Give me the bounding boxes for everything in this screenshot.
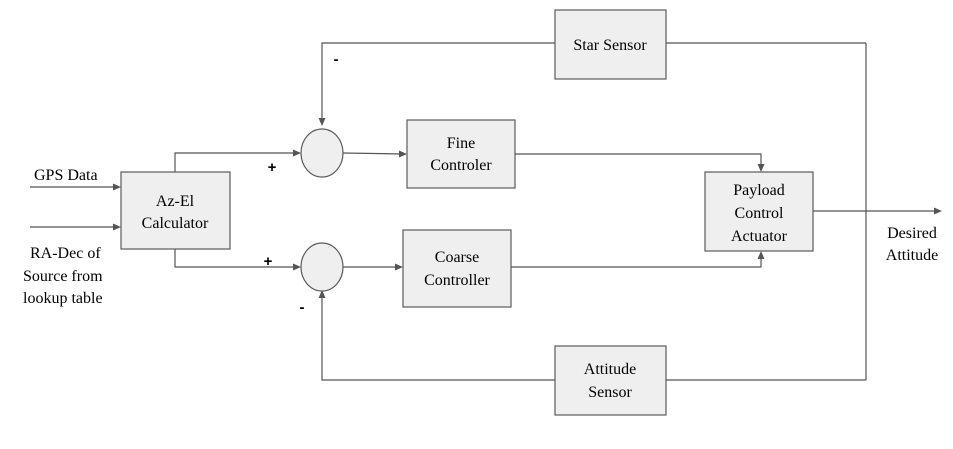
bottom-sum-to-coarse-arrowhead	[395, 263, 403, 271]
star-sensor-block: Star Sensor	[554, 9, 667, 80]
bottom-summing-junction	[300, 242, 344, 292]
payload-label-line2: Control	[735, 205, 784, 222]
payload-control-actuator-block: Payload Control Actuator	[704, 171, 814, 252]
fine-controler-label-line1: Fine	[447, 135, 475, 152]
fine-to-payload-arrowhead	[757, 164, 765, 172]
gps-data-label: GPS Data	[34, 167, 98, 184]
azel-to-bottom-sum-arrowhead	[293, 263, 301, 271]
attitude-sensor-block: Attitude Sensor	[554, 345, 667, 416]
coarse-controller-label-line2: Controller	[424, 272, 490, 289]
attitude-sensor-label-line1: Attitude	[584, 361, 636, 378]
coarse-to-payload-line	[511, 256, 762, 268]
desired-attitude-label-line2: Attitude	[886, 247, 938, 264]
az-el-label-line1: Az-El	[156, 193, 195, 210]
top-summing-junction	[300, 128, 344, 178]
az-el-calculator-block: Az-El Calculator	[120, 171, 231, 250]
azel-to-top-sum-arrowhead	[293, 149, 301, 157]
coarse-controller-block: Coarse Controller	[402, 229, 512, 308]
fine-controler-block: Fine Controler	[406, 119, 516, 189]
payload-label-line1: Payload	[733, 182, 785, 199]
radec-input-arrowhead	[113, 223, 121, 231]
coarse-controller-label-line1: Coarse	[435, 249, 479, 266]
azel-to-top-sum-line	[174, 152, 296, 172]
top-sum-to-fine-line	[342, 152, 403, 155]
bottom-feedback-minus-sign: -	[300, 299, 305, 316]
top-feedback-minus-sign: -	[334, 51, 339, 68]
radec-label-line3: lookup table	[23, 290, 103, 307]
output-arrowhead	[934, 207, 942, 215]
payload-label-line3: Actuator	[731, 228, 788, 245]
top-reference-plus-sign: +	[268, 159, 277, 176]
top-sum-to-fine-arrowhead	[399, 150, 407, 158]
radec-label-line1: RA-Dec of	[30, 245, 101, 262]
radec-label-line2: Source from	[23, 268, 103, 285]
fine-to-payload-line	[515, 153, 762, 167]
star-sensor-to-top-sum-line	[321, 42, 555, 120]
star-sensor-to-top-sum-arrowhead	[318, 118, 326, 126]
attitude-sensor-to-bottom-sum-line	[321, 296, 555, 381]
coarse-to-payload-arrowhead	[757, 251, 765, 259]
azel-to-bottom-sum-line	[174, 249, 296, 268]
attitude-sensor-label-line2: Sensor	[588, 384, 632, 401]
attitude-sensor-to-bottom-sum-arrowhead	[318, 290, 326, 298]
fine-controler-label-line2: Controler	[430, 157, 492, 174]
az-el-label-line2: Calculator	[142, 215, 209, 232]
desired-attitude-label-line1: Desired	[887, 225, 937, 242]
gps-input-arrowhead	[113, 183, 121, 191]
star-sensor-label: Star Sensor	[573, 37, 647, 54]
bottom-reference-plus-sign: +	[264, 253, 273, 270]
